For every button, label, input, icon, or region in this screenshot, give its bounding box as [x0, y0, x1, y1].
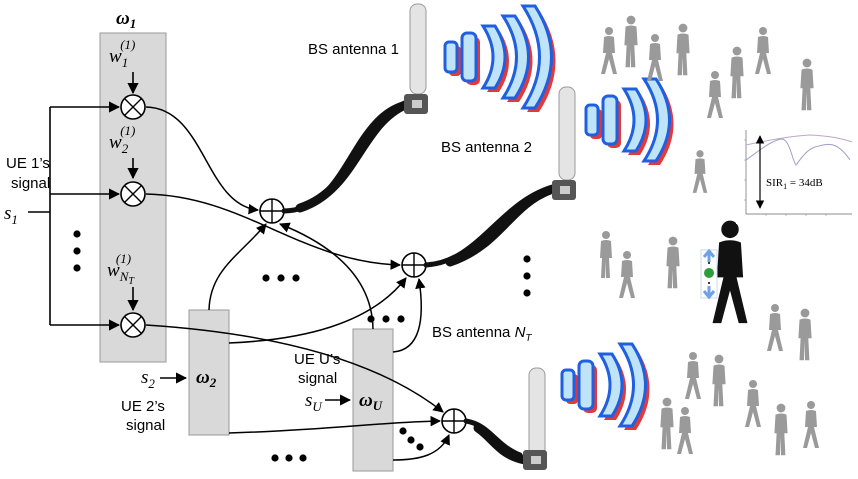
target-user [712, 220, 748, 324]
adder-N [441, 408, 467, 434]
ue2-label-line2: signal [126, 417, 165, 434]
antenna-cables [281, 99, 559, 465]
adder-2 [401, 252, 427, 278]
ellipsis-dots-bottom [271, 454, 307, 462]
weight-block-U-label: ωU [359, 390, 383, 413]
weight-wN-label: wNT(1) [107, 251, 135, 287]
waves-antenna-1 [443, 4, 556, 112]
multiplier-1 [120, 94, 146, 120]
ue1-label-line2: signal [11, 175, 50, 192]
adder-1 [259, 198, 285, 224]
multiplier-N [120, 312, 146, 338]
signal-routing [145, 106, 450, 461]
sir-label: SIR1 = 34dB [766, 177, 823, 191]
weight-block-1-label: ω1 [116, 8, 136, 31]
ellipsis-dots-adder1 [262, 274, 300, 282]
sir-inset: SIR1 = 34dB [736, 128, 854, 224]
ellipsis-dots-antennas [523, 255, 531, 297]
antenna-1 [404, 3, 428, 114]
ue1-split-lines [28, 101, 121, 331]
antenna-N [523, 367, 547, 470]
ueU-label-line1: UE U’s [294, 351, 340, 368]
antenna-2-label: BS antenna 2 [441, 139, 532, 156]
weight-w2-label: w2(1) [109, 123, 135, 156]
ellipsis-dots-adder2 [367, 315, 405, 323]
ue1-label-line1: UE 1’s [6, 155, 50, 172]
antenna-2 [552, 86, 576, 200]
antenna-1-label: BS antenna 1 [308, 41, 399, 58]
beam-indicator [700, 248, 718, 300]
multiplier-2 [120, 181, 146, 207]
weight-block-U [352, 328, 394, 472]
ue1-symbol: s1 [4, 203, 18, 227]
waves-antenna-2 [584, 77, 674, 165]
weight-block-2-label: ω2 [196, 367, 217, 390]
weight-w1-label: w1(1) [109, 37, 135, 70]
ue2-label-line1: UE 2’s [121, 398, 165, 415]
ue2-symbol: s2 [141, 367, 155, 391]
waves-antenna-N [560, 342, 650, 430]
antenna-N-label: BS antenna NT [432, 324, 532, 344]
ellipsis-dots-adderN [399, 427, 424, 451]
ue1-ellipsis-dots [73, 230, 81, 272]
ueU-label-line2: signal [298, 370, 337, 387]
ueU-symbol: sU [305, 390, 323, 414]
